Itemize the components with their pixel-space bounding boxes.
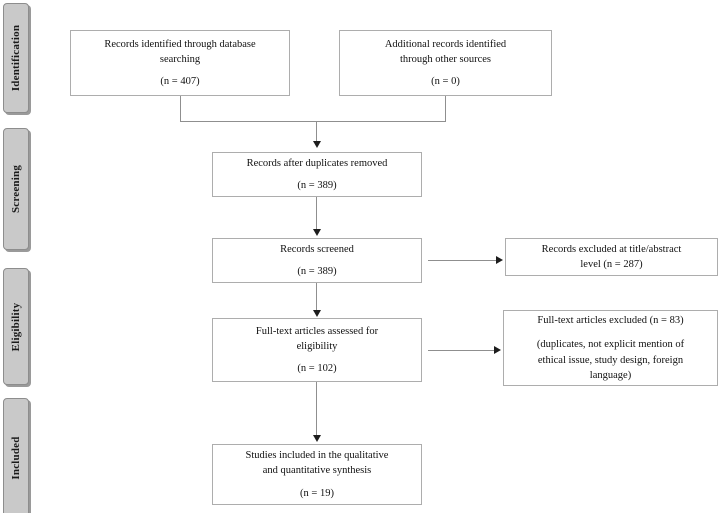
box-records-identified-database: Records identified through database sear… [70, 30, 290, 96]
box-additional-records-other-sources-line2: through other sources [400, 53, 491, 65]
connector-duplicates-to-screened [316, 197, 317, 231]
box-records-after-duplicates-removed: Records after duplicates removed (n = 38… [212, 152, 422, 197]
box-records-after-duplicates-removed-count: (n = 389) [297, 180, 337, 191]
box-fulltext-excluded: Full-text articles excluded (n = 83) (du… [503, 310, 718, 386]
box-fulltext-assessed-count: (n = 102) [297, 363, 337, 375]
arrow-into-fulltext-assessed [313, 310, 321, 317]
stage-tab-eligibility-label: Eligibility [10, 302, 22, 351]
arrow-into-duplicates-removed [313, 141, 321, 148]
stage-tab-screening: Screening [3, 128, 29, 250]
box-records-after-duplicates-removed-line1: Records after duplicates removed [246, 157, 388, 169]
connector-screened-to-excluded [428, 260, 498, 261]
box-records-screened-count: (n = 389) [297, 266, 337, 277]
arrow-into-records-excluded [496, 256, 503, 264]
connector-fulltext-to-excluded [428, 350, 496, 351]
connector-merge-horizontal [180, 121, 446, 122]
box-studies-included: Studies included in the qualitative and … [212, 444, 422, 505]
connector-screened-to-fulltext [316, 283, 317, 313]
box-studies-included-line1: Studies included in the qualitative [245, 450, 389, 462]
box-records-screened: Records screened (n = 389) [212, 238, 422, 283]
stage-tab-screening-label: Screening [10, 164, 22, 214]
stage-tab-included: Included [3, 398, 29, 513]
connector-merge-to-duplicates [316, 121, 317, 143]
arrow-into-fulltext-excluded [494, 346, 501, 354]
arrow-into-studies-included [313, 435, 321, 442]
box-records-identified-database-line1: Records identified through database [104, 38, 256, 50]
box-records-excluded-line1: Records excluded at title/abstract [541, 243, 682, 255]
box-fulltext-excluded-line4: language) [589, 369, 632, 381]
stage-tab-identification: Identification [3, 3, 29, 113]
box-fulltext-assessed: Full-text articles assessed for eligibil… [212, 318, 422, 382]
box-fulltext-excluded-line1: Full-text articles excluded (n = 83) [537, 315, 684, 327]
connector-database-drop [180, 96, 181, 122]
box-fulltext-assessed-line2: eligibility [296, 340, 338, 352]
box-records-identified-database-count: (n = 407) [160, 76, 200, 88]
box-fulltext-excluded-line3: ethical issue, study design, foreign [537, 354, 684, 366]
connector-fulltext-to-included [316, 382, 317, 437]
box-additional-records-other-sources-count: (n = 0) [431, 76, 460, 88]
box-fulltext-excluded-line2: (duplicates, not explicit mention of [536, 339, 685, 351]
stage-tab-eligibility: Eligibility [3, 268, 29, 385]
box-fulltext-assessed-line1: Full-text articles assessed for [255, 325, 379, 337]
box-studies-included-count: (n = 19) [300, 487, 334, 499]
box-records-screened-line1: Records screened [280, 243, 354, 255]
arrow-into-records-screened [313, 229, 321, 236]
connector-other-sources-drop [445, 96, 446, 122]
box-additional-records-other-sources-line1: Additional records identified [384, 38, 507, 50]
box-studies-included-line2: and quantitative synthesis [262, 465, 372, 477]
box-records-excluded: Records excluded at title/abstract level… [505, 238, 718, 276]
stage-tab-included-label: Included [10, 436, 22, 480]
box-records-excluded-line2: level (n = 287) [580, 259, 643, 270]
stage-tab-identification-label: Identification [10, 24, 22, 92]
box-records-identified-database-line2: searching [159, 53, 201, 65]
box-additional-records-other-sources: Additional records identified through ot… [339, 30, 552, 96]
